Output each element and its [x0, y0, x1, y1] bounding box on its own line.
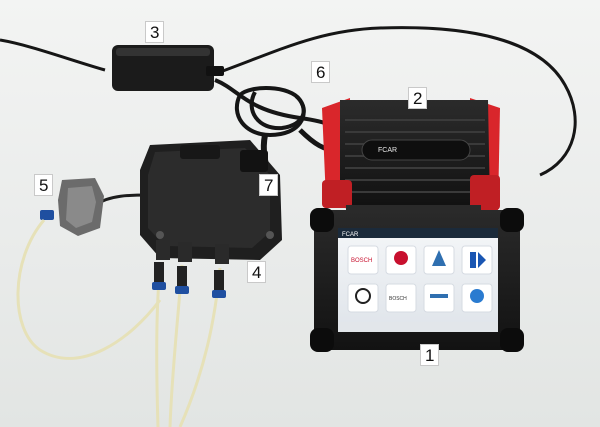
callout-1: 1	[420, 344, 440, 366]
diagnostic-tablet: FCAR BOSCH BOSCH	[310, 208, 524, 352]
svg-text:FCAR: FCAR	[378, 147, 397, 154]
svg-text:FCAR: FCAR	[342, 232, 359, 238]
callout-5: 5	[34, 174, 54, 196]
power-cable-top	[219, 26, 577, 177]
callout-7: 7	[259, 174, 279, 196]
svg-text:BOSCH: BOSCH	[389, 296, 407, 302]
power-adapter	[112, 45, 224, 91]
callout-4: 4	[247, 261, 267, 283]
svg-text:BOSCH: BOSCH	[351, 258, 372, 264]
ecu-unit	[140, 140, 282, 264]
callout-2: 2	[408, 87, 428, 109]
power-cable-left	[0, 38, 106, 72]
pressure-sensor	[40, 178, 104, 236]
callout-3: 3	[145, 21, 165, 43]
callout-6: 6	[311, 61, 331, 83]
vci-box: FCAR	[322, 98, 500, 215]
